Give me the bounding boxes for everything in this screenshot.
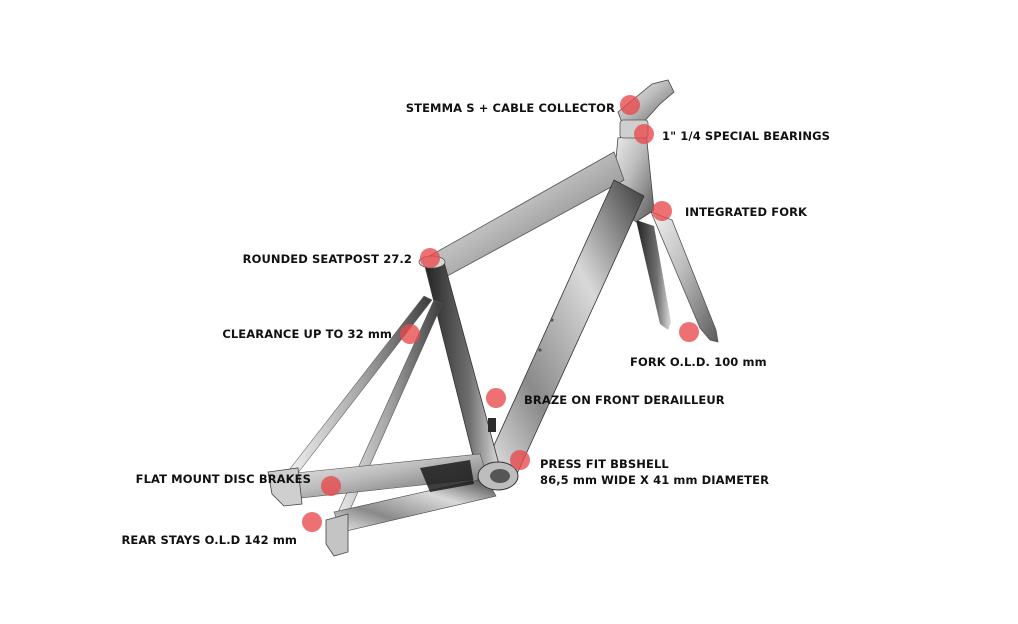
dropout-right [325, 513, 349, 557]
bottle-mount-1 [550, 318, 554, 322]
bottom-bracket-bore [490, 469, 510, 483]
hotspot-stem[interactable] [620, 95, 640, 115]
fork-leg-rear [636, 220, 671, 330]
hotspot-braze[interactable] [486, 388, 506, 408]
labels: STEMMA S + CABLE COLLECTOR 1" 1/4 SPECIA… [121, 101, 830, 547]
hotspot-bbshell[interactable] [510, 450, 530, 470]
hotspot-disc[interactable] [321, 476, 341, 496]
label-braze: BRAZE ON FRONT DERAILLEUR [524, 393, 725, 407]
label-clearance: CLEARANCE UP TO 32 mm [222, 327, 392, 341]
hotspot-clearance[interactable] [400, 324, 420, 344]
seat-stay-left [285, 295, 433, 479]
hotspot-fork-old[interactable] [679, 322, 699, 342]
label-bearings: 1" 1/4 SPECIAL BEARINGS [662, 129, 830, 143]
label-stem: STEMMA S + CABLE COLLECTOR [406, 101, 615, 115]
label-bbshell: PRESS FIT BBSHELL [540, 457, 669, 471]
label-seatpost: ROUNDED SEATPOST 27.2 [243, 252, 412, 266]
hotspot-seatpost[interactable] [420, 248, 440, 268]
seat-tube [423, 261, 501, 477]
label-fork-old: FORK O.L.D. 100 mm [630, 355, 767, 369]
fork-leg-front [650, 211, 719, 343]
bottle-mount-2 [538, 348, 542, 352]
label-rear-old: REAR STAYS O.L.D 142 mm [121, 533, 297, 547]
hotspot-fork[interactable] [652, 201, 672, 221]
derailleur-mount [488, 418, 496, 432]
label-fork: INTEGRATED FORK [685, 205, 808, 219]
chain-stay-shadow [420, 460, 474, 492]
label-disc: FLAT MOUNT DISC BRAKES [136, 472, 311, 486]
hotspots [302, 95, 699, 532]
hotspot-bearings[interactable] [634, 124, 654, 144]
hotspot-rear-old[interactable] [302, 512, 322, 532]
dropout-left [267, 467, 303, 507]
label-bbshell-detail: 86,5 mm WIDE X 41 mm DIAMETER [540, 473, 769, 487]
